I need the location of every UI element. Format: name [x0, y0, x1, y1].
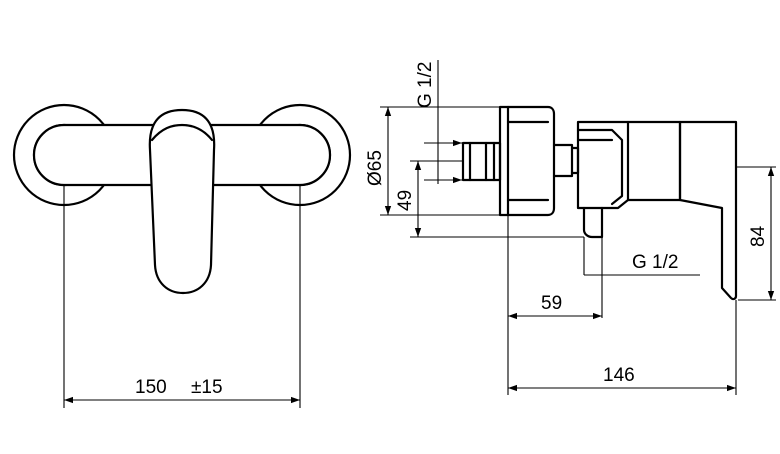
cartridge-housing	[626, 120, 682, 202]
outlet-stub	[582, 206, 604, 239]
depth-label: 146	[603, 365, 635, 386]
diameter-label: Ø65	[365, 150, 386, 186]
thread-top-label: G 1/2	[415, 62, 436, 108]
outlet-offset-label: 59	[541, 293, 562, 314]
side-view: Ø65 49 G 1/2 G 1/2 59 146 84	[365, 60, 776, 395]
front-width-label: 150	[135, 377, 167, 398]
thread-bottom-label: G 1/2	[632, 252, 678, 273]
side-connector	[552, 143, 574, 178]
center-height-label: 49	[395, 190, 416, 211]
front-width-tolerance: ±15	[191, 377, 223, 398]
height-label: 84	[748, 225, 769, 247]
front-view: 150 ±15	[12, 103, 352, 408]
side-flange	[498, 105, 556, 217]
lever-top-line	[150, 123, 214, 142]
mixer-lever	[148, 108, 216, 295]
side-lever	[678, 120, 738, 301]
valve-body	[576, 120, 630, 210]
